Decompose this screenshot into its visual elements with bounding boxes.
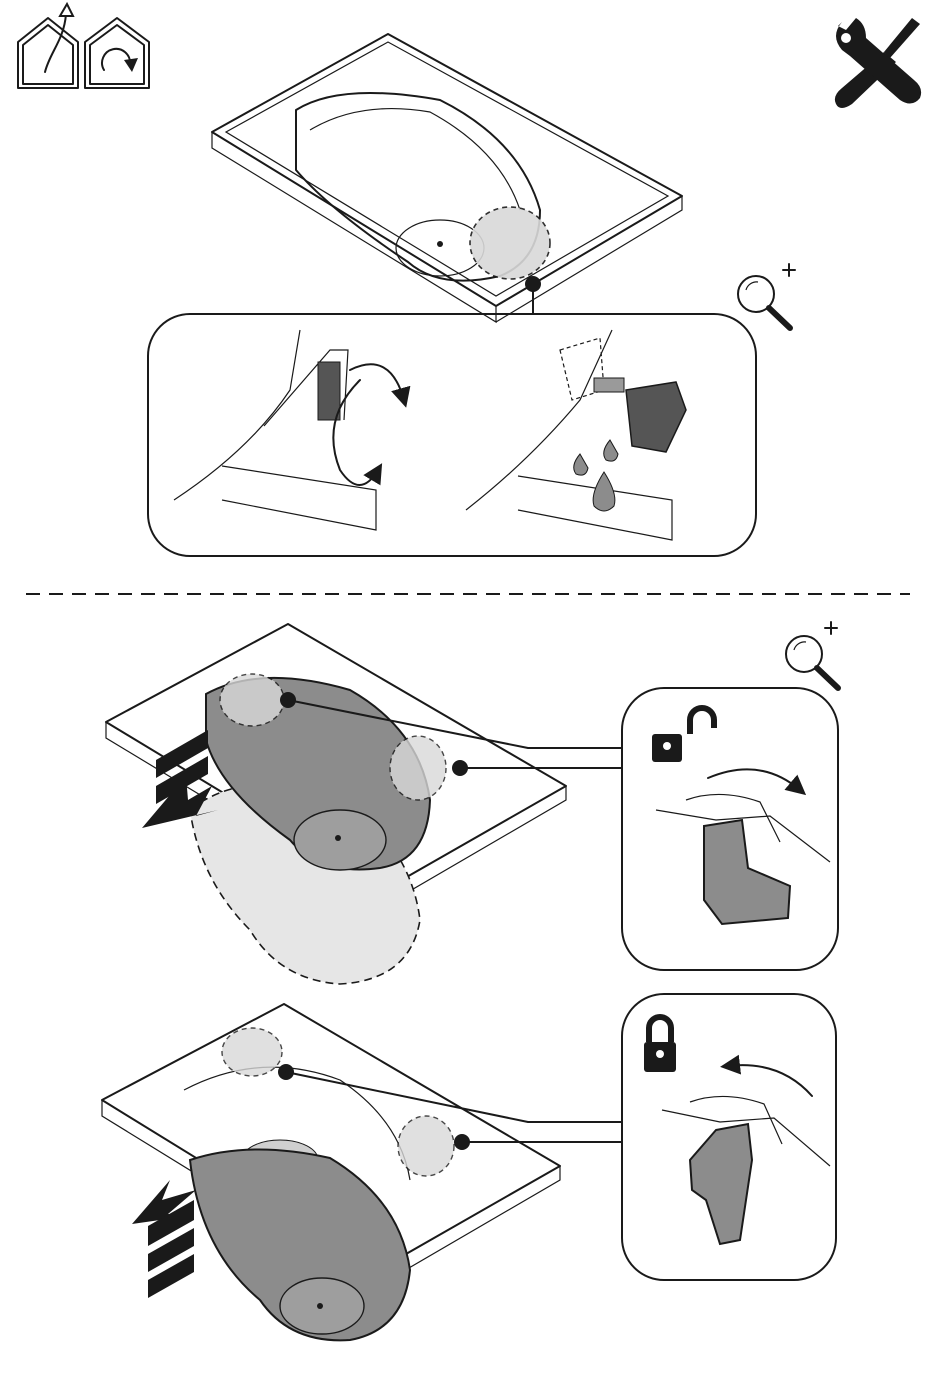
tools-icon [835, 18, 921, 108]
magnifier-zoom-icon [738, 264, 795, 328]
house-exhaust-icon [18, 4, 78, 88]
drain-rotate-view [174, 330, 404, 530]
lock-detail [622, 994, 836, 1280]
unlock-detail [622, 688, 838, 970]
drain-cap-detail [148, 314, 756, 556]
rotate-arrow-icon [708, 769, 800, 790]
padlock-closed-icon [644, 1017, 676, 1072]
drain-open-view [466, 330, 686, 540]
padlock-open-icon [652, 708, 714, 762]
rotate-arrow-icon [728, 1065, 812, 1096]
hood-illustration-remove [106, 624, 622, 984]
hood-illustration-refit [102, 1004, 622, 1340]
hood-illustration-drain [212, 34, 682, 322]
water-drop-icon [574, 454, 588, 475]
house-recirculation-icon [85, 18, 149, 88]
up-arrow-icon [132, 1180, 196, 1298]
magnifier-zoom-icon [786, 622, 838, 688]
